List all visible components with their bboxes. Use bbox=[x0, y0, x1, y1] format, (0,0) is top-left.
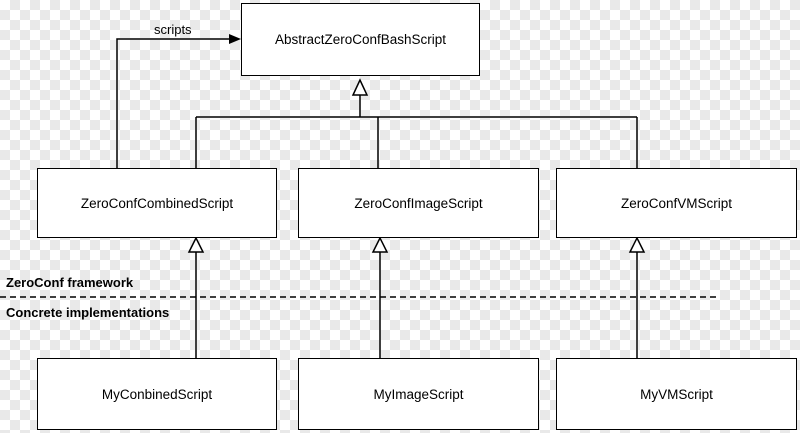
inheritance-arrowhead-abstract bbox=[351, 78, 369, 96]
class-name: AbstractZeroConfBashScript bbox=[274, 32, 447, 47]
association-arrowhead bbox=[229, 34, 241, 44]
class-zeroconf-image-script[interactable]: ZeroConfImageScript bbox=[298, 168, 539, 238]
class-name: ZeroConfImageScript bbox=[354, 195, 483, 211]
layer-label-implementations: Concrete implementations bbox=[6, 305, 170, 320]
inheritance-arrowhead-image bbox=[371, 236, 389, 253]
class-my-combined-script[interactable]: MyConbinedScript bbox=[37, 358, 277, 430]
class-name: MyImageScript bbox=[373, 386, 464, 402]
class-my-image-script[interactable]: MyImageScript bbox=[298, 358, 539, 430]
inheritance-arrowhead-vm bbox=[628, 236, 646, 253]
association-label: scripts bbox=[154, 22, 192, 37]
class-name: ZeroConfCombinedScript bbox=[80, 195, 234, 211]
inheritance-arrowhead-combined bbox=[187, 236, 205, 253]
class-my-vm-script[interactable]: MyVMScript bbox=[556, 358, 797, 430]
layer-label-framework: ZeroConf framework bbox=[6, 275, 134, 290]
class-abstract-zeroconf-bash-script[interactable]: AbstractZeroConfBashScript bbox=[241, 3, 480, 76]
association-line bbox=[116, 38, 233, 168]
class-zeroconf-vm-script[interactable]: ZeroConfVMScript bbox=[556, 168, 797, 238]
class-zeroconf-combined-script[interactable]: ZeroConfCombinedScript bbox=[37, 168, 277, 238]
class-name: MyVMScript bbox=[640, 386, 713, 402]
class-name: MyConbinedScript bbox=[101, 386, 213, 402]
class-name: ZeroConfVMScript bbox=[620, 195, 733, 211]
